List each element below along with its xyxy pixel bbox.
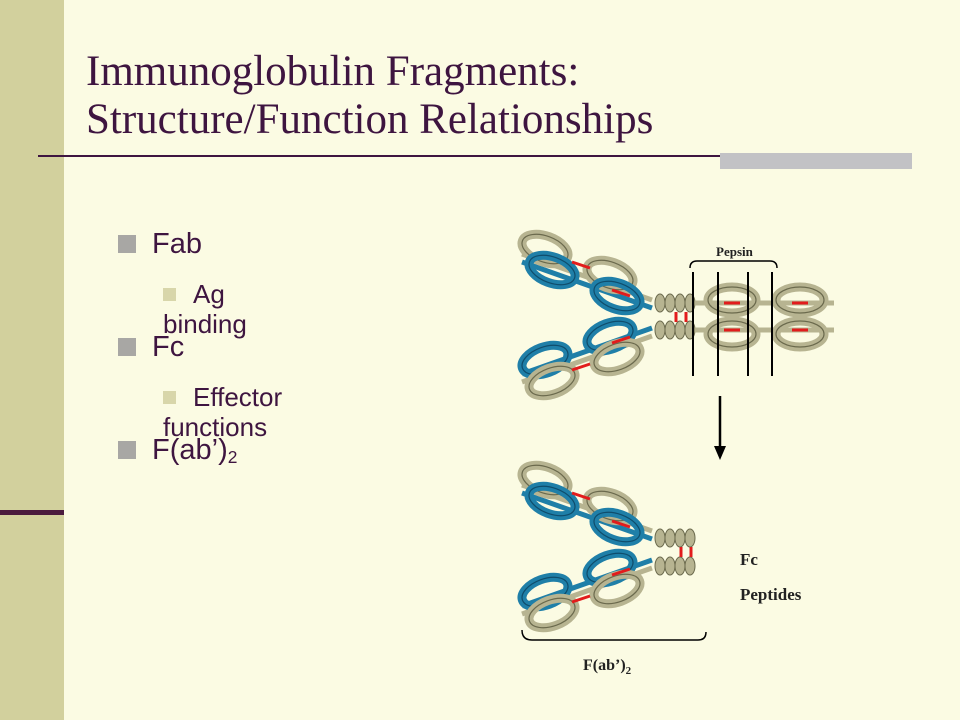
antibody-diagram: Pepsin Fc Peptides F(ab’)2 [500, 225, 834, 677]
title-underline [38, 155, 912, 157]
fab2-fragment [518, 460, 696, 634]
peptides-label: Peptides [740, 585, 802, 604]
pepsin-label: Pepsin [716, 244, 754, 259]
bullet-square-icon [118, 338, 136, 356]
sidebar-accent-bar [0, 510, 64, 515]
title-line-1: Immunoglobulin Fragments: [86, 48, 580, 95]
bullet-fab: Fab [118, 228, 202, 260]
upper-fab-arm [518, 229, 653, 317]
bullet-square-icon [118, 235, 136, 253]
bullet-square-icon [118, 441, 136, 459]
bullet-fab2: F(ab’)2 [118, 434, 237, 473]
title-line-2: Structure/Function Relationships [86, 96, 654, 143]
lower-fab-arm [518, 316, 653, 402]
sub-bullet-square-icon [163, 391, 176, 404]
sub-bullet-square-icon [163, 288, 176, 301]
fab2-bracket [521, 629, 707, 641]
bullet-ag-binding: Ag binding [163, 279, 247, 339]
slide-sidebar [0, 0, 64, 720]
digestion-arrow [714, 396, 726, 460]
title-accent-bar [720, 153, 912, 169]
bullet-fc: Fc [118, 331, 184, 363]
pepsin-cleavage-lines [692, 272, 773, 376]
bullet-effector-functions: Effector functions [163, 382, 283, 442]
pepsin-bracket [689, 260, 778, 269]
fc-label: Fc [740, 550, 758, 569]
fc-region [695, 287, 834, 347]
hinge-region [654, 293, 696, 340]
fab2-label: F(ab’)2 [583, 657, 632, 677]
slide-title: Immunoglobulin Fragments: Structure/Func… [86, 48, 926, 144]
